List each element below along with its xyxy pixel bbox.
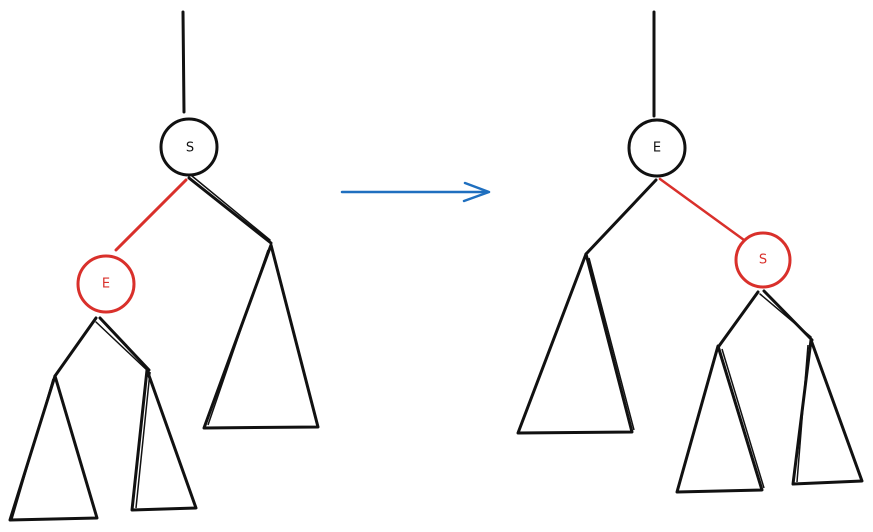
right-root-label: E [653, 141, 661, 156]
right-subtree-a [516, 252, 634, 435]
left-e-left-link [53, 316, 98, 378]
left-subtree-a [8, 374, 99, 522]
right-s-left-link [717, 290, 760, 348]
left-root-label: S [186, 141, 194, 156]
right-child-node: S [734, 231, 792, 289]
right-subtree-b [675, 344, 764, 494]
left-child-node: E [76, 254, 136, 314]
left-parent-link [181, 10, 186, 114]
left-child-label: E [102, 277, 110, 292]
left-tree: S E [8, 10, 320, 522]
left-subtree-b [130, 368, 198, 512]
left-root-node: S [159, 117, 219, 177]
left-red-link [114, 178, 188, 252]
left-subtree-c [202, 243, 320, 430]
right-tree: E S [516, 10, 864, 494]
left-e-right-link [98, 316, 151, 372]
right-root-node: E [627, 118, 687, 178]
right-black-link [584, 178, 658, 256]
right-red-link [658, 177, 746, 242]
transform-arrow [340, 181, 491, 203]
right-child-label: S [759, 253, 767, 268]
left-black-link [187, 176, 273, 245]
